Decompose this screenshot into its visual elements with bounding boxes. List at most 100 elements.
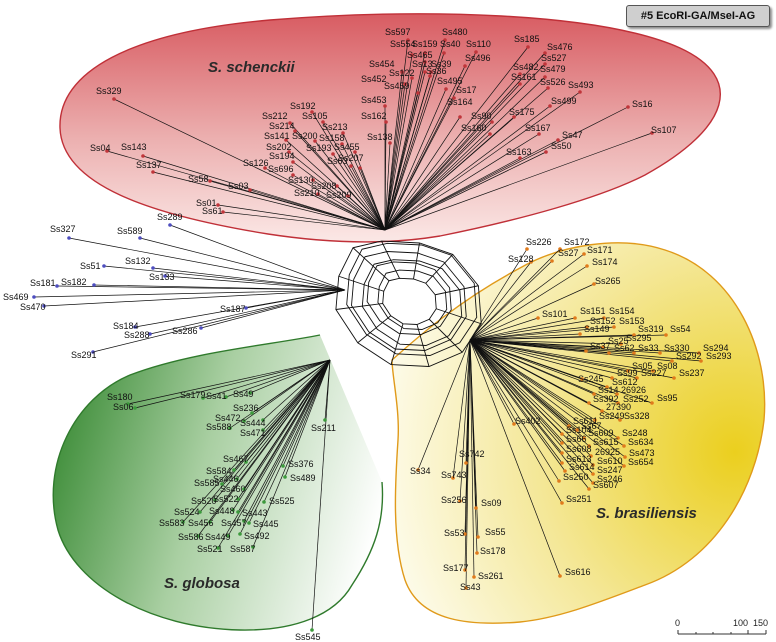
isolate-label: Ss53 (444, 528, 465, 538)
core-ring (382, 277, 437, 325)
branch-line (469, 339, 563, 464)
isolate-label: Ss36 (426, 66, 447, 76)
isolate-tip (452, 96, 456, 100)
branch-line (459, 339, 471, 502)
isolate-tip (592, 392, 596, 396)
isolate-label: Ss292 (676, 351, 702, 361)
isolate-label: Ss174 (592, 257, 618, 267)
isolate-tip (512, 422, 516, 426)
isolate-label: Ss265 (595, 276, 621, 286)
isolate-tip (323, 418, 327, 422)
isolate-tip (341, 131, 345, 135)
isolate-label: Ss456 (188, 518, 214, 528)
isolate-tip (593, 418, 597, 422)
isolate-tip (670, 359, 674, 363)
branch-line (469, 339, 560, 482)
branch-line (288, 151, 386, 231)
isolate-tip (55, 284, 59, 288)
isolate-tip (632, 333, 636, 337)
isolate-label: Ss213 (322, 122, 348, 132)
isolate-label: Ss742 (459, 449, 485, 459)
isolate-label: Ss99 (617, 368, 638, 378)
isolate-tip (600, 409, 604, 413)
isolate-tip (384, 120, 388, 124)
isolate-label: 27390 (606, 402, 631, 412)
isolate-tips (32, 38, 703, 632)
branch-line (350, 165, 386, 231)
isolate-label: Ss613 (566, 454, 592, 464)
branch-line (469, 339, 622, 345)
isolate-tip (310, 628, 314, 632)
isolate-label: Ss41 (206, 391, 227, 401)
isolate-label: Ss137 (136, 160, 162, 170)
isolate-tip (416, 468, 420, 472)
branch-line (469, 339, 478, 554)
branch-line (384, 116, 515, 231)
branch-line (384, 121, 387, 231)
isolate-label: Ss583 (159, 518, 185, 528)
isolate-tip (316, 192, 320, 196)
branch-line (68, 237, 346, 291)
isolate-label: Ss180 (107, 392, 133, 402)
branch-line (469, 339, 625, 467)
isolate-label: Ss05 (632, 361, 653, 371)
core-split (390, 323, 404, 365)
branch-line (384, 88, 447, 231)
isolate-label: Ss452 (361, 74, 387, 84)
isolate-label: Ss245 (578, 374, 604, 384)
isolate-label: Ss03 (228, 181, 249, 191)
isolate-label: Ss489 (290, 473, 316, 483)
branch-line (341, 143, 386, 231)
isolate-tip (288, 121, 292, 125)
isolate-tip (619, 342, 623, 346)
core-split (416, 324, 430, 367)
isolate-tip (151, 266, 155, 270)
isolate-label: Ss27 (558, 248, 579, 258)
isolate-label: Ss153 (619, 316, 645, 326)
isolate-tip (490, 120, 494, 124)
branch-line (469, 339, 475, 578)
branch-line (384, 133, 540, 231)
branch-line (217, 359, 331, 549)
isolate-tip (605, 385, 609, 389)
isolate-tip (616, 401, 620, 405)
isolate-tip (664, 333, 668, 337)
isolate-tip (560, 432, 564, 436)
branch-line (384, 83, 521, 231)
branch-line (252, 359, 331, 548)
isolate-label: Ss597 (385, 27, 411, 37)
branch-line (200, 289, 346, 329)
isolate-label: Ss178 (480, 546, 506, 556)
isolate-tip (403, 82, 407, 86)
isolate-tip (626, 105, 630, 109)
isolate-label: Ss51 (80, 261, 101, 271)
isolate-tip (133, 406, 137, 410)
isolate-label: Ss444 (240, 418, 266, 428)
isolate-label: Ss584 (206, 466, 232, 476)
isolate-label: Ss236 (233, 403, 259, 413)
isolate-tip (615, 392, 619, 396)
isolate-label: Ss524 (174, 507, 200, 517)
isolate-label: Ss476 (547, 42, 573, 52)
isolate-label: Ss609 (588, 428, 614, 438)
branch-line (469, 339, 613, 379)
branch-line (164, 275, 346, 291)
isolate-tip (220, 482, 224, 486)
branch-line (469, 339, 619, 439)
branch-line (225, 359, 331, 398)
isolate-label: Ss520 (191, 496, 217, 506)
branch-line (92, 289, 346, 353)
isolate-tip (133, 325, 137, 329)
branch-line (103, 265, 346, 291)
isolate-label: Ss149 (584, 324, 610, 334)
isolate-tip (248, 188, 252, 192)
branch-line (469, 339, 675, 379)
isolate-tip (213, 498, 217, 502)
isolate-tip (550, 259, 554, 263)
branch-line (469, 326, 615, 341)
branch-line (469, 326, 588, 341)
isolate-tip (573, 316, 577, 320)
isolate-label: Ss246 (597, 474, 623, 484)
isolate-tip (557, 479, 561, 483)
isolate-label: Ss171 (587, 245, 613, 255)
